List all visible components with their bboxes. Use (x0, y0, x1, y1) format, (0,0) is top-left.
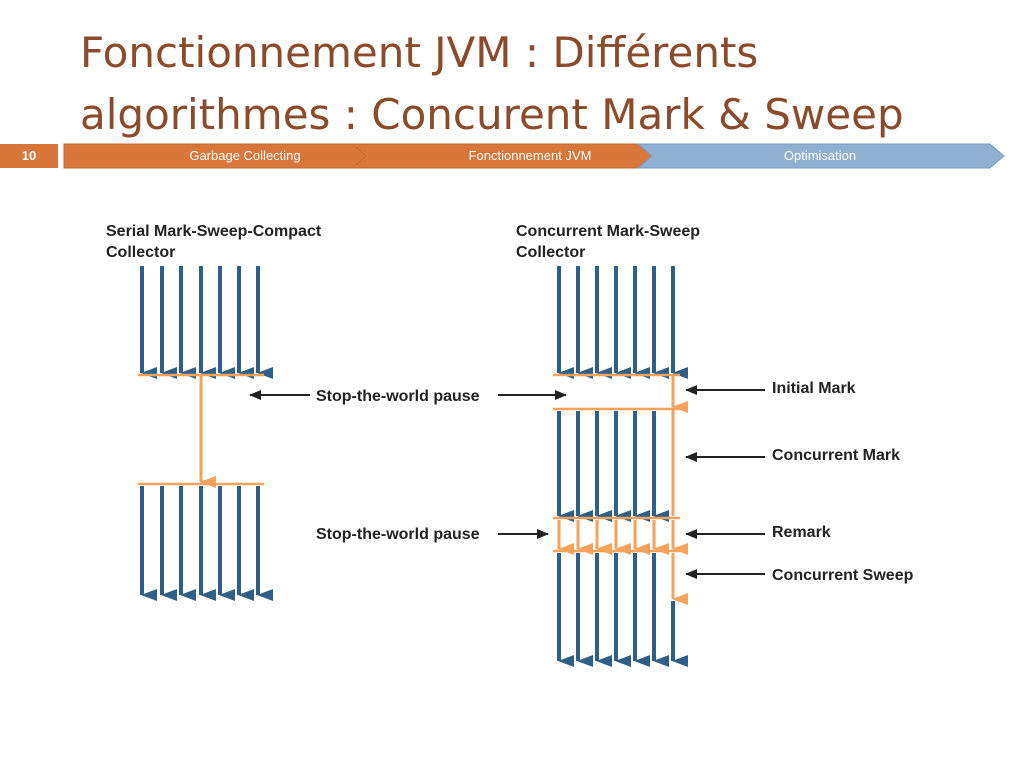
serial-collector-title-line-1: Serial Mark-Sweep-Compact (106, 223, 322, 240)
slide-title-line-1: Fonctionnement JVM : Différents (80, 28, 759, 77)
slide-title: Fonctionnement JVM : Différents algorith… (80, 22, 1000, 146)
nav-item-fonctionnement-jvm[interactable]: Fonctionnement JVM (468, 148, 592, 163)
remark-pause-label: Stop-the-world pause (316, 526, 480, 543)
serial-collector-threads (138, 266, 273, 601)
nav-item-garbage-collecting[interactable]: Garbage Collecting (189, 148, 301, 163)
nav-divider-gap (58, 144, 64, 168)
serial-pause-label: Stop-the-world pause (316, 388, 480, 405)
phase-label-remark: Remark (772, 524, 831, 541)
slide-title-line-2: algorithmes : Concurent Mark & Sweep (80, 90, 904, 139)
phase-label-concurrent-mark: Concurrent Mark (772, 447, 900, 464)
phase-label-initial-mark: Initial Mark (772, 380, 856, 397)
nav-segment-optimisation (636, 143, 1005, 169)
serial-collector-title-line-2: Collector (106, 244, 175, 261)
nav-item-optimisation[interactable]: Optimisation (783, 148, 857, 163)
concurrent-collector-title-line-1: Concurrent Mark-Sweep (516, 223, 700, 240)
phase-label-concurrent-sweep: Concurrent Sweep (772, 567, 914, 584)
concurrent-collector-title-line-2: Collector (516, 244, 585, 261)
slide-number: 10 (21, 148, 37, 163)
section-navigation-bar (0, 142, 1024, 170)
slide-number-box (0, 144, 58, 168)
navigation-bar-shapes (0, 143, 1005, 169)
concurrent-collector-threads (553, 266, 688, 667)
